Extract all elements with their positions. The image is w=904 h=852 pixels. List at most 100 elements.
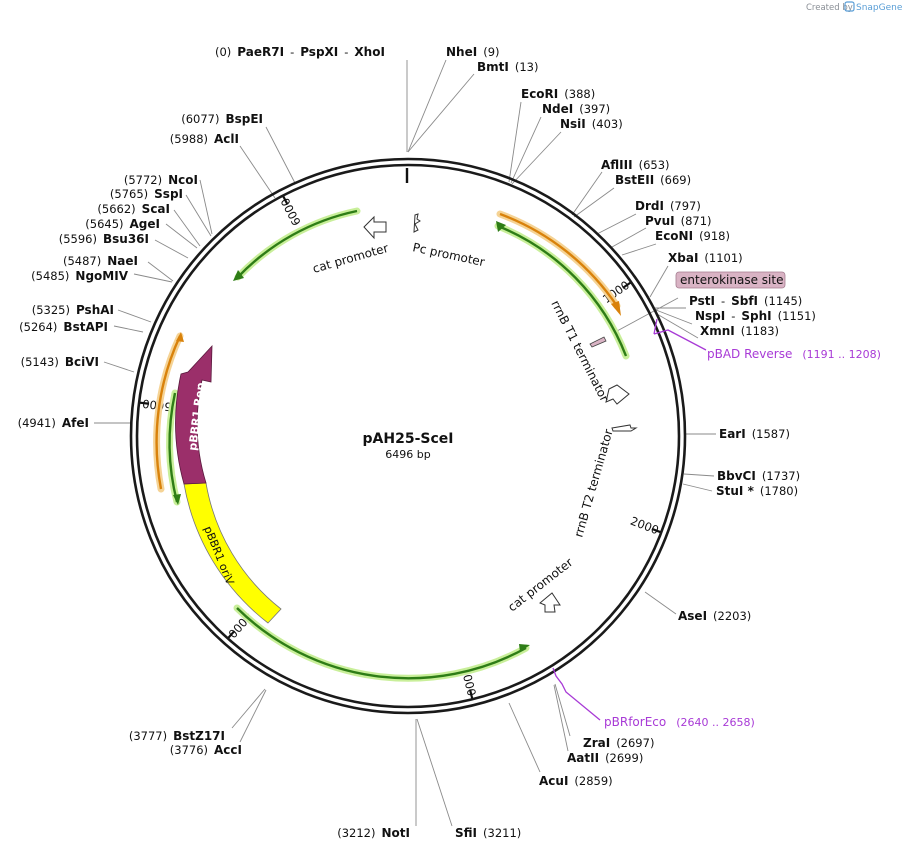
pbad-reverse-primer-mark[interactable]	[653, 318, 707, 351]
green-feature-top-left[interactable]	[237, 209, 358, 278]
site-label-scai[interactable]: (5662)ScaI	[97, 202, 170, 216]
green-feature-right[interactable]	[497, 224, 628, 357]
site-position: (1737)	[762, 469, 800, 483]
orange-feature-left[interactable]	[155, 335, 182, 490]
site-label-afei[interactable]: (4941) AfeI	[18, 416, 89, 430]
site-position: (871)	[681, 214, 712, 228]
tick-mark	[139, 401, 150, 405]
site-label-ecori[interactable]: EcoRI(388)	[521, 87, 595, 101]
site-label-bsteii[interactable]: BstEII(669)	[615, 173, 691, 187]
credit-brand: SnapGene	[856, 3, 903, 13]
plasmid-backbone	[129, 157, 687, 715]
site-name: PvuI	[645, 214, 675, 228]
site-label-xbai[interactable]: XbaI(1101)	[668, 251, 743, 265]
site-separator: -	[721, 294, 725, 308]
site-name: XbaI	[668, 251, 698, 265]
site-position: (3211)	[483, 826, 521, 840]
site-name: SphI	[741, 309, 771, 323]
tick-label: 6000	[278, 196, 304, 228]
site-label-psti[interactable]: PstI-SbfI(1145)	[689, 294, 802, 308]
primer-label-pbrforeco[interactable]: pBRforEco(2640 .. 2658)	[604, 715, 755, 729]
cat-promoter-top-label[interactable]: cat promoter	[311, 241, 390, 276]
site-label-acui[interactable]: AcuI(2859)	[539, 774, 613, 788]
site-name: SfiI	[455, 826, 477, 840]
site-label-sspi[interactable]: (5765)SspI	[110, 187, 183, 201]
primers: pBAD Reverse(1191 .. 1208) pBRforEco(264…	[552, 318, 881, 729]
site-position: (653)	[639, 158, 670, 172]
site-name: PstI	[689, 294, 715, 308]
site-label-bstz17i[interactable]: (3777)BstZ17I	[129, 729, 225, 743]
pbbr1-rep-feature[interactable]	[175, 344, 213, 485]
pbrforeco-primer-mark[interactable]	[552, 667, 601, 721]
primer-label-pbad-reverse[interactable]: pBAD Reverse(1191 .. 1208)	[707, 347, 881, 361]
site-position: (5264)	[19, 320, 57, 334]
cat-promoter-bottom-label[interactable]: cat promoter	[505, 555, 575, 614]
tick-mark	[468, 689, 474, 699]
site-label-nspi[interactable]: NspI-SphI(1151)	[695, 309, 816, 323]
site-label-zrai[interactable]: ZraI(2697)	[583, 736, 654, 750]
plasmid-title: pAH25-SceI	[363, 431, 454, 447]
site-name: StuI *	[716, 484, 755, 498]
site-label-nhei[interactable]: NheI(9)	[446, 45, 500, 59]
cat-promoter-arrow-bottom[interactable]	[539, 592, 561, 613]
site-label-bbvci[interactable]: BbvCI (1737)	[717, 469, 800, 483]
site-name: ZraI	[583, 736, 610, 750]
rrnb-t2-terminator-label[interactable]: rrnB T2 terminator	[571, 428, 615, 539]
enterokinase-mark[interactable]	[589, 336, 607, 348]
rrnb-t2-terminator-arrow[interactable]	[611, 424, 638, 432]
tick-mark	[227, 630, 236, 639]
green-feature-left-head	[173, 494, 181, 505]
site-name: AfeI	[62, 416, 89, 430]
site-label-ngomiv[interactable]: (5485)NgoMIV	[31, 269, 129, 283]
site-label-eari[interactable]: EarI(1587)	[719, 427, 790, 441]
site-label-bsu36i[interactable]: (5596)Bsu36I	[59, 232, 149, 246]
site-label-xmni[interactable]: XmnI(1183)	[700, 324, 779, 338]
site-position: (3776)	[170, 743, 208, 757]
site-label-ncoi[interactable]: (5772)NcoI	[124, 173, 198, 187]
site-position: (5325)	[32, 303, 70, 317]
pc-promoter-label[interactable]: Pc promoter	[411, 240, 486, 269]
site-label-noti[interactable]: (3212)NotI	[337, 826, 410, 840]
site-position: (13)	[515, 60, 539, 74]
site-name: AatII	[567, 751, 599, 765]
site-name: SspI	[154, 187, 183, 201]
site-name: BbvCI	[717, 469, 756, 483]
site-label-agei[interactable]: (5645)AgeI	[85, 217, 160, 231]
site-label-nsii[interactable]: NsiI(403)	[560, 117, 623, 131]
site-label-acli[interactable]: (5988)AclI	[170, 132, 239, 146]
site-label-ndei[interactable]: NdeI(397)	[542, 102, 610, 116]
site-name: BspEI	[225, 112, 263, 126]
site-label-bspei[interactable]: (6077) BspEI	[181, 112, 263, 126]
site-label-aatii[interactable]: AatII(2699)	[567, 751, 643, 765]
site-label-drdi[interactable]: DrdI(797)	[635, 199, 701, 213]
site-label-pshai[interactable]: (5325)PshAI	[32, 303, 114, 317]
enterokinase-label[interactable]: enterokinase site	[680, 273, 783, 287]
site-label-econi[interactable]: EcoNI(918)	[655, 229, 730, 243]
orange-feature-right[interactable]	[499, 212, 618, 307]
green-feature-bottom[interactable]	[236, 607, 527, 680]
site-position: (6077)	[181, 112, 219, 126]
site-name: DrdI	[635, 199, 664, 213]
tick-mark	[622, 281, 631, 289]
site-label-sfii[interactable]: SfiI (3211)	[455, 826, 521, 840]
site-label-bmti[interactable]: BmtI(13)	[477, 60, 538, 74]
site-label-bcivi[interactable]: (5143)BciVI	[21, 355, 99, 369]
green-feature-right-head	[496, 221, 506, 232]
pc-promoter-arrow[interactable]	[413, 213, 421, 233]
site-label-stui[interactable]: StuI *(1780)	[716, 484, 798, 498]
site-position: (4941)	[18, 416, 56, 430]
cat-promoter-arrow-top[interactable]	[363, 215, 387, 240]
site-label-acci[interactable]: (3776)AccI	[170, 743, 242, 757]
site-label-pvui[interactable]: PvuI (871)	[645, 214, 712, 228]
rrnb-t1-terminator-arrow[interactable]	[605, 384, 630, 405]
pbbr1-oriv-feature[interactable]	[183, 482, 282, 624]
site-label-bstapi[interactable]: (5264)BstAPI	[19, 320, 108, 334]
site-label-afliii[interactable]: AflIII(653)	[601, 158, 670, 172]
site-separator: -	[290, 45, 294, 59]
site-label-paer7i[interactable]: (0)PaeR7I-PspXI-XhoI	[215, 45, 385, 59]
site-label-naei[interactable]: (5487)NaeI	[63, 254, 138, 268]
green-feature-left[interactable]	[168, 392, 179, 503]
orange-feature-left-head	[176, 332, 184, 342]
site-label-asei[interactable]: AseI(2203)	[678, 609, 751, 623]
